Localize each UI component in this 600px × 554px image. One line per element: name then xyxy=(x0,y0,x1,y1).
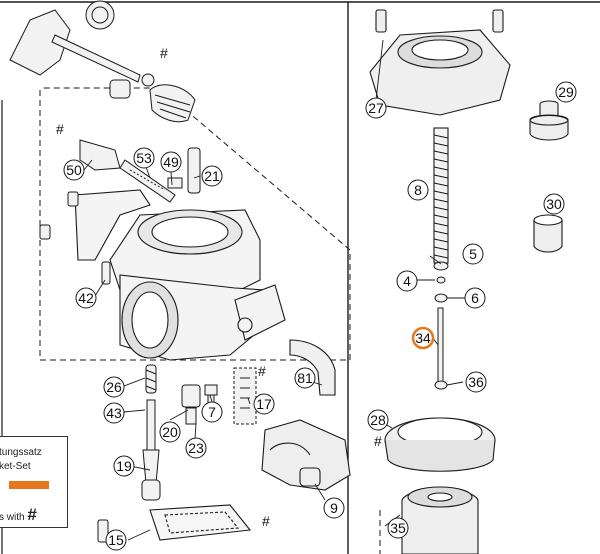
callout-35[interactable]: 35 xyxy=(387,517,409,539)
svg-text:26: 26 xyxy=(106,379,122,395)
callout-5[interactable]: 5 xyxy=(462,243,484,265)
svg-text:53: 53 xyxy=(136,150,152,166)
callout-30[interactable]: 30 xyxy=(543,193,565,215)
callout-53[interactable]: 53 xyxy=(133,147,155,169)
svg-text:21: 21 xyxy=(204,168,220,184)
svg-text:28: 28 xyxy=(370,412,386,428)
hash-marker: # xyxy=(374,433,382,449)
callout-43[interactable]: 43 xyxy=(103,402,125,424)
callout-81[interactable]: 81 xyxy=(294,367,316,389)
diaphragm xyxy=(384,417,496,472)
svg-text:17: 17 xyxy=(256,396,272,412)
kit-legend-line2: ket-Set xyxy=(0,461,31,472)
svg-text:5: 5 xyxy=(469,246,477,262)
svg-text:8: 8 xyxy=(414,182,422,198)
svg-text:4: 4 xyxy=(403,273,411,289)
callout-20[interactable]: 20 xyxy=(159,421,181,443)
callout-17[interactable]: 17 xyxy=(253,393,275,415)
throttle-shaft-assembly xyxy=(9,0,196,123)
dashed-assembly-frame xyxy=(39,87,351,361)
callout-4[interactable]: 4 xyxy=(396,270,418,292)
slide-spring xyxy=(433,127,449,264)
callout-49[interactable]: 49 xyxy=(160,151,182,173)
spacer-29 xyxy=(529,100,569,141)
needle-and-jet-parts xyxy=(141,364,257,501)
hash-markers: # # # # # xyxy=(56,45,382,529)
needle-clip-parts xyxy=(433,261,449,390)
callout-6[interactable]: 6 xyxy=(464,287,486,309)
hash-marker: # xyxy=(160,45,168,61)
callout-8[interactable]: 8 xyxy=(407,179,429,201)
callout-29[interactable]: 29 xyxy=(555,81,577,103)
svg-text:23: 23 xyxy=(188,440,204,456)
svg-text:7: 7 xyxy=(208,404,216,420)
callout-28[interactable]: 28 xyxy=(367,409,389,431)
hash-marker: # xyxy=(258,363,266,379)
svg-text:9: 9 xyxy=(330,500,338,516)
callout-27[interactable]: 27 xyxy=(365,97,387,119)
svg-text:50: 50 xyxy=(66,162,82,178)
throttle-slide xyxy=(401,486,479,554)
svg-text:34: 34 xyxy=(415,330,431,346)
brand-logo-stripe xyxy=(9,481,49,489)
spacer-30 xyxy=(533,214,563,253)
callout-34-highlighted[interactable]: 34 xyxy=(411,326,435,350)
svg-text:42: 42 xyxy=(78,290,94,306)
svg-text:81: 81 xyxy=(297,370,313,386)
callout-21[interactable]: 21 xyxy=(201,165,223,187)
svg-text:6: 6 xyxy=(471,290,479,306)
hash-marker: # xyxy=(262,513,270,529)
top-cover xyxy=(369,9,511,116)
kit-legend-line3: s with # xyxy=(0,505,37,525)
svg-text:35: 35 xyxy=(390,520,406,536)
carburetor-body xyxy=(74,189,336,396)
callout-7[interactable]: 7 xyxy=(201,401,223,423)
callout-42[interactable]: 42 xyxy=(75,287,97,309)
kit-legend-box: tungssatz ket-Set s with # xyxy=(0,436,68,528)
kit-legend-line3-text: s with xyxy=(0,512,25,523)
float-bowl xyxy=(149,419,351,541)
svg-text:43: 43 xyxy=(106,405,122,421)
svg-text:29: 29 xyxy=(558,84,574,100)
svg-text:19: 19 xyxy=(116,458,132,474)
svg-text:36: 36 xyxy=(468,374,484,390)
kit-legend-hash: # xyxy=(27,505,37,524)
svg-text:49: 49 xyxy=(163,154,179,170)
small-screws xyxy=(39,191,111,543)
svg-text:27: 27 xyxy=(368,100,384,116)
svg-text:15: 15 xyxy=(108,532,124,548)
callout-26[interactable]: 26 xyxy=(103,376,125,398)
callout-9[interactable]: 9 xyxy=(323,497,345,519)
callout-15[interactable]: 15 xyxy=(105,529,127,551)
callout-23[interactable]: 23 xyxy=(185,437,207,459)
callouts: 27 29 8 30 5 4 6 34 36 28 35 50 53 49 21… xyxy=(63,81,577,551)
svg-text:20: 20 xyxy=(162,424,178,440)
callout-36[interactable]: 36 xyxy=(465,371,487,393)
svg-text:30: 30 xyxy=(546,196,562,212)
callout-19[interactable]: 19 xyxy=(113,455,135,477)
callout-50[interactable]: 50 xyxy=(63,159,85,181)
hash-marker: # xyxy=(56,121,64,137)
kit-legend-line1: tungssatz xyxy=(0,447,42,458)
